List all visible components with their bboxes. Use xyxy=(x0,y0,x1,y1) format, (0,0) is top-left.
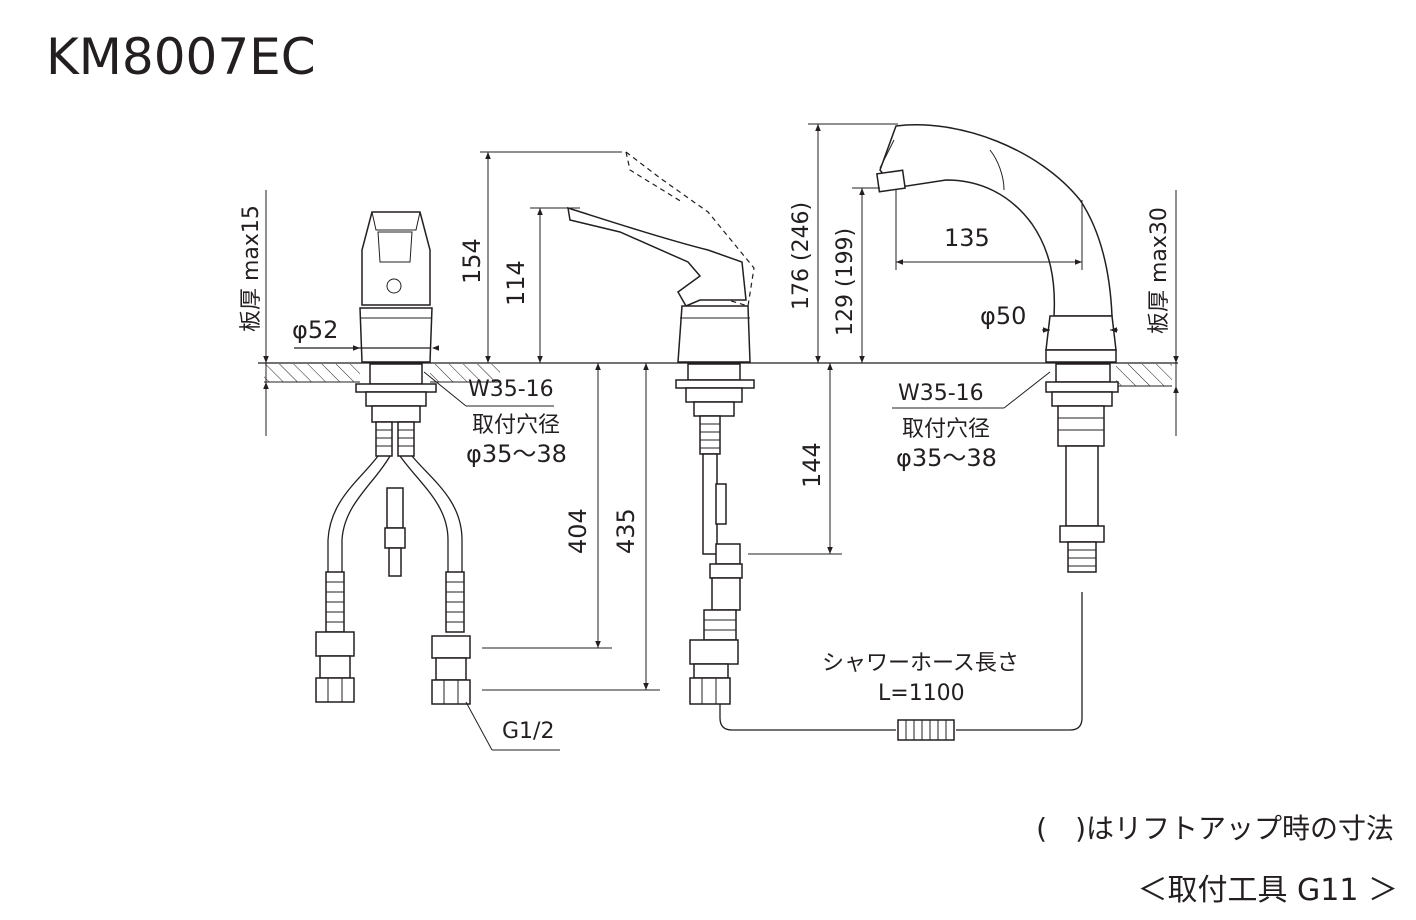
left-dimensions xyxy=(263,190,560,751)
counter-surface xyxy=(258,362,1178,387)
plate-thickness-right-label: 板厚 max30 xyxy=(1147,207,1172,334)
thread-right-label: W35-16 xyxy=(898,381,984,406)
dim-435-label: 435 xyxy=(612,508,640,554)
model-title: KM8007EC xyxy=(46,28,316,86)
front-view xyxy=(315,211,471,705)
tool-note: ＜取付工具 G11 ＞ xyxy=(1138,873,1399,908)
hole-right-label-1: 取付穴径 xyxy=(902,417,990,442)
shower-spout-view xyxy=(876,124,1119,573)
dim-114-label: 114 xyxy=(502,260,530,306)
dim-176-label: 176 (246) xyxy=(789,202,814,310)
hole-right-label-2: φ35～38 xyxy=(896,444,997,472)
plate-thickness-left-label: 板厚 max15 xyxy=(239,205,264,332)
liftup-note: ( )はリフトアップ時の寸法 xyxy=(1036,812,1394,845)
dim-154-label: 154 xyxy=(458,238,486,284)
thread-size-label: G1/2 xyxy=(502,719,554,744)
right-dimensions xyxy=(719,123,1179,741)
dim-129-label: 129 (199) xyxy=(833,228,858,336)
hole-left-label-2: φ35～38 xyxy=(466,440,567,468)
dim-404-label: 404 xyxy=(564,508,592,554)
dim-135-label: 135 xyxy=(944,224,990,252)
hole-left-label-1: 取付穴径 xyxy=(472,413,560,438)
side-view xyxy=(567,151,755,705)
dim-144-label: 144 xyxy=(798,442,826,488)
hose-length-label: シャワーホース長さ xyxy=(822,651,1019,676)
diameter-50-label: φ50 xyxy=(980,302,1026,330)
hose-length-value: L=1100 xyxy=(878,681,965,706)
center-dimensions xyxy=(480,151,842,691)
diameter-52-label: φ52 xyxy=(292,316,338,344)
thread-left-label: W35-16 xyxy=(468,377,554,402)
